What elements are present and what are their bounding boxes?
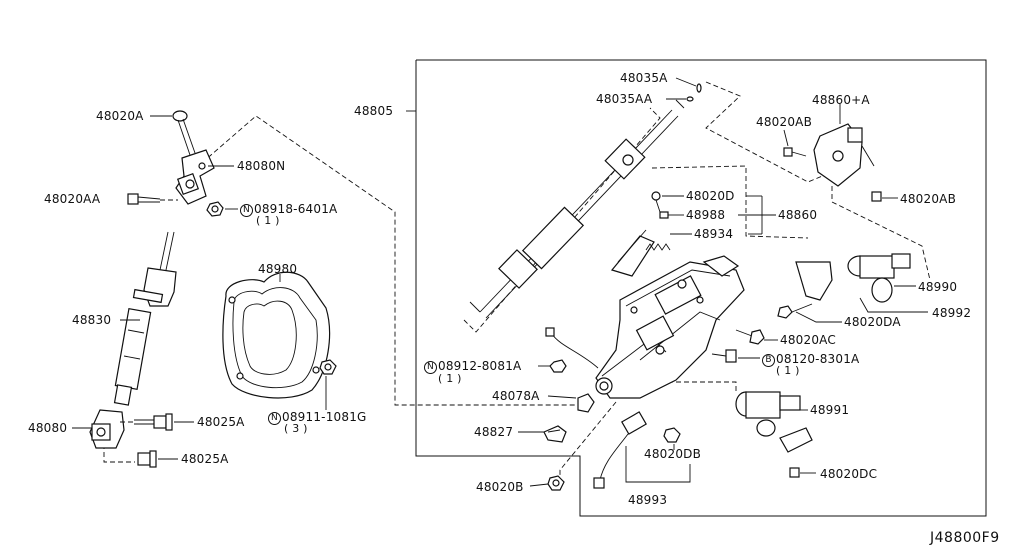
leader-48020B bbox=[529, 483, 549, 487]
pin-48035AA bbox=[686, 96, 694, 102]
nut-symbol-badge: N bbox=[268, 412, 281, 425]
label-48020AB-upper: 48020AB bbox=[756, 115, 813, 129]
label-08912-number: 08912-8081A bbox=[438, 359, 522, 373]
nut-48020B bbox=[547, 475, 565, 491]
bolt-48025A-upper bbox=[134, 413, 173, 431]
lower-joint-48080 bbox=[89, 409, 125, 449]
label-08912-qty: ( 1 ) bbox=[438, 372, 462, 385]
pin-48988 bbox=[659, 211, 669, 219]
leader-48035A bbox=[675, 77, 697, 87]
label-48080: 48080 bbox=[28, 421, 68, 435]
bolt-48020D bbox=[651, 191, 663, 219]
label-48980: 48980 bbox=[258, 262, 298, 276]
label-48988: 48988 bbox=[686, 208, 726, 222]
nut-symbol-badge: N bbox=[240, 204, 253, 217]
label-48991: 48991 bbox=[810, 403, 850, 417]
label-48025A-lower: 48025A bbox=[181, 452, 229, 466]
motor-48991 bbox=[735, 391, 813, 453]
label-48020D: 48020D bbox=[686, 189, 735, 203]
label-48830: 48830 bbox=[72, 313, 112, 327]
nut-symbol-badge: N bbox=[424, 361, 437, 374]
label-48992: 48992 bbox=[932, 306, 972, 320]
pin-48035A bbox=[696, 83, 702, 93]
bolt-48025A-lower bbox=[137, 450, 157, 468]
label-48078A: 48078A bbox=[492, 389, 540, 403]
universal-joint-48080N bbox=[175, 149, 215, 205]
label-48990: 48990 bbox=[918, 280, 958, 294]
guide-dashed-shaft bbox=[463, 107, 661, 333]
bolt-48020DB bbox=[663, 427, 681, 443]
nut-08918 bbox=[206, 201, 224, 217]
bolt-symbol-badge: B bbox=[762, 354, 775, 367]
bolt-48020DA bbox=[777, 303, 813, 319]
label-48993: 48993 bbox=[628, 493, 668, 507]
label-08911-qty: ( 3 ) bbox=[284, 422, 308, 435]
guide-dashed-lower bbox=[668, 381, 737, 392]
label-48035A: 48035A bbox=[620, 71, 668, 85]
label-48934: 48934 bbox=[694, 227, 734, 241]
label-48020B: 48020B bbox=[476, 480, 524, 494]
wire-harness bbox=[545, 327, 599, 369]
label-48020DC: 48020DC bbox=[820, 467, 878, 481]
clip-48078A bbox=[577, 393, 595, 413]
nut-08911 bbox=[319, 359, 337, 375]
diagram-reference-code: J48800F9 bbox=[930, 530, 1000, 546]
sensor-48993 bbox=[593, 411, 647, 489]
boot-48980 bbox=[222, 271, 331, 399]
label-08918-number: 08918-6401A bbox=[254, 202, 338, 216]
bolt-48020AA bbox=[127, 193, 161, 205]
label-08911-number: 08911-1081G bbox=[282, 410, 367, 424]
leader-48078A bbox=[547, 395, 577, 399]
guide-upper-joint bbox=[195, 115, 575, 406]
leader-48992 bbox=[859, 297, 928, 313]
label-48860A: 48860+A bbox=[812, 93, 870, 107]
upper-shaft-48805 bbox=[469, 99, 685, 319]
guide-dashed-harness bbox=[559, 401, 617, 478]
bolt-08120 bbox=[711, 349, 737, 363]
label-48080N: 48080N bbox=[237, 159, 286, 173]
bolt-48020A bbox=[172, 110, 196, 156]
switch-bracket-48860 bbox=[610, 229, 655, 277]
leader-48020DA bbox=[795, 311, 842, 323]
label-48035AA: 48035AA bbox=[596, 92, 653, 106]
clip-48827 bbox=[543, 425, 567, 443]
label-08120-qty: ( 1 ) bbox=[776, 364, 800, 377]
label-48805: 48805 bbox=[354, 104, 394, 118]
lock-assembly-48860A bbox=[813, 123, 875, 187]
label-48827: 48827 bbox=[474, 425, 514, 439]
label-48025A-upper: 48025A bbox=[197, 415, 245, 429]
bolt-48020AB-lower bbox=[871, 191, 882, 202]
guide-dashed-upper bbox=[705, 81, 833, 183]
bolt-48020DC bbox=[789, 467, 800, 478]
label-48860: 48860 bbox=[778, 208, 818, 222]
label-48020DA: 48020DA bbox=[844, 315, 901, 329]
guide-dashed-cover bbox=[651, 165, 809, 239]
column-body bbox=[595, 255, 745, 399]
bolt-48020AC bbox=[735, 329, 765, 345]
assembly-box-48805 bbox=[415, 59, 987, 517]
label-48020AA: 48020AA bbox=[44, 192, 101, 206]
label-08120-number: 08120-8301A bbox=[776, 352, 860, 366]
bolt-48020AB-upper bbox=[783, 147, 807, 157]
shaft-48830 bbox=[113, 231, 177, 406]
label-48020AB-lower: 48020AB bbox=[900, 192, 957, 206]
guide-dashed-right bbox=[831, 186, 931, 281]
label-48020AC: 48020AC bbox=[780, 333, 836, 347]
actuator-48990 bbox=[795, 253, 911, 303]
leader-48993 bbox=[625, 446, 691, 483]
label-08918-qty: ( 1 ) bbox=[256, 214, 280, 227]
leader-48020AB-upper bbox=[783, 129, 789, 147]
spring-48934 bbox=[645, 243, 671, 251]
nut-08912 bbox=[549, 359, 567, 373]
label-48020A: 48020A bbox=[96, 109, 144, 123]
label-48020DB: 48020DB bbox=[644, 447, 702, 461]
